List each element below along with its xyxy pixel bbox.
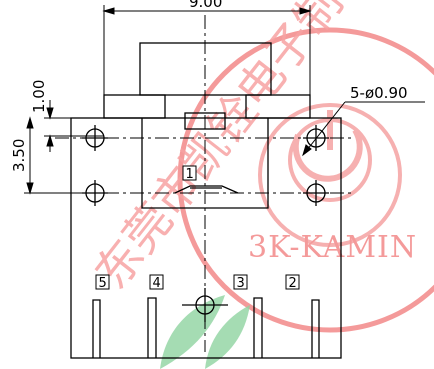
pin-label-2: 2 [289,276,297,291]
pin-5-outline [92,299,101,358]
hole-center-bottom [182,288,228,322]
pins [92,297,320,358]
hole-callout-text: 5-ø0.90 [350,84,408,102]
dimension-top-width [102,5,312,95]
component-outline [70,42,342,359]
main-body [70,117,342,359]
watermark: 3K-KAMIN 东莞市凯铨电子制 [84,0,434,369]
dimension-left-large [24,116,82,195]
pin-label-4: 4 [153,276,161,291]
hole-callout-leader [302,101,425,157]
pin-2-outline [311,299,320,358]
left-shoulder [103,94,166,119]
pin-label-1: 1 [186,167,194,182]
dimension-left-large-value: 3.50 [10,139,28,172]
pin-3-outline [253,297,263,358]
hole-bottom-left [82,180,108,206]
hole-bottom-right [303,180,329,206]
pin-label-5: 5 [99,276,107,291]
pin-4-outline [147,297,157,358]
pin-labels: 1 5 4 3 2 [95,165,300,291]
watermark-latin-text: 3K-KAMIN [248,230,417,265]
switch-lever [174,185,239,194]
hole-top-left [82,125,108,151]
dimension-top-width-value: 9.00 [189,0,222,11]
pin-label-3: 3 [237,276,245,291]
watermark-seal-outer-circle [177,27,434,333]
dimension-left-small-value: 1.00 [30,80,48,113]
dimension-left-small [44,100,104,152]
